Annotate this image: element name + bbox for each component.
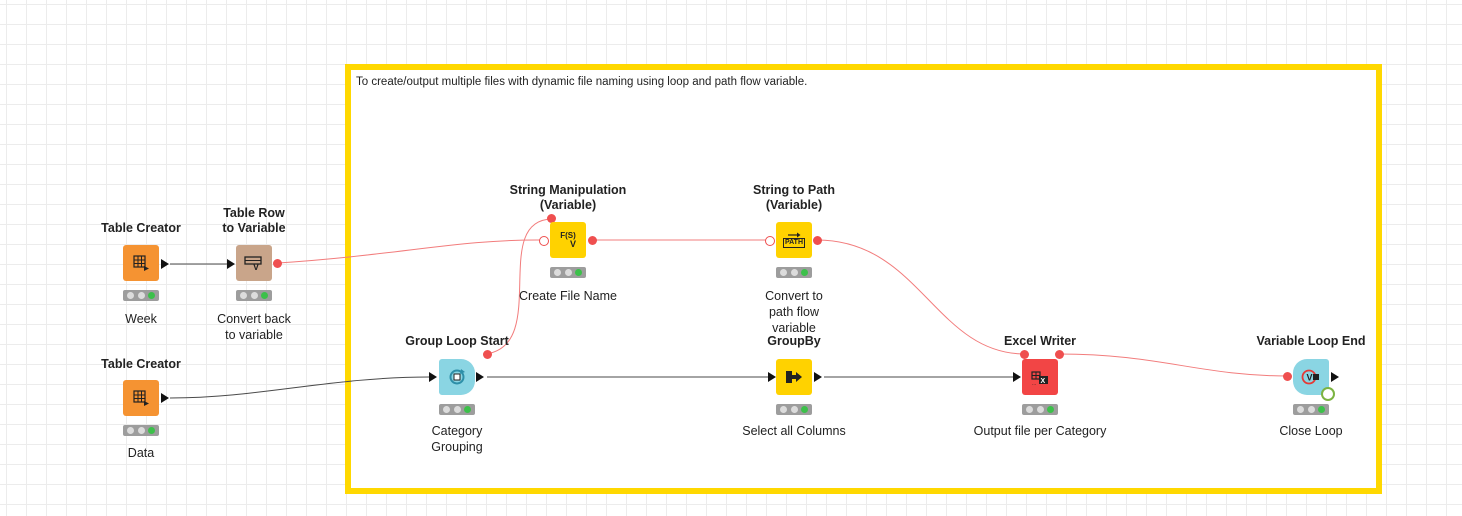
output-variable-port[interactable] bbox=[273, 259, 282, 268]
table-icon[interactable] bbox=[123, 380, 159, 416]
status-traffic-light bbox=[1022, 404, 1058, 415]
node-title: Table Creator bbox=[101, 357, 181, 371]
output-data-port[interactable] bbox=[1331, 372, 1339, 382]
input-data-port[interactable] bbox=[429, 372, 437, 382]
status-traffic-light bbox=[123, 425, 159, 436]
input-variable-port[interactable] bbox=[1283, 372, 1292, 381]
string-function-icon[interactable]: F(S) V bbox=[550, 222, 586, 258]
node-label: Close Loop bbox=[1279, 424, 1343, 438]
output-data-port[interactable] bbox=[476, 372, 484, 382]
node-label: Convert to path flow variable bbox=[765, 289, 823, 335]
output-variable-port[interactable] bbox=[588, 236, 597, 245]
status-traffic-light bbox=[236, 290, 272, 301]
string-to-path-icon[interactable]: PATH bbox=[776, 222, 812, 258]
node-label: Data bbox=[127, 446, 155, 460]
status-traffic-light bbox=[439, 404, 475, 415]
status-traffic-light bbox=[776, 267, 812, 278]
output-variable-port[interactable] bbox=[813, 236, 822, 245]
input-variable-port[interactable] bbox=[547, 214, 556, 223]
loop-start-icon[interactable] bbox=[439, 359, 475, 395]
input-variable-port[interactable] bbox=[765, 236, 775, 246]
row-to-variable-icon[interactable]: V bbox=[236, 245, 272, 281]
node-title: GroupBy bbox=[767, 334, 821, 348]
input-variable-port[interactable] bbox=[1020, 350, 1029, 359]
output-variable-port[interactable] bbox=[1055, 350, 1064, 359]
icon-label: PATH bbox=[782, 238, 806, 248]
output-data-port[interactable] bbox=[814, 372, 822, 382]
output-variable-port[interactable] bbox=[483, 350, 492, 359]
svg-text:V: V bbox=[1307, 373, 1313, 383]
node-title: String to Path (Variable) bbox=[753, 183, 835, 212]
optional-input-variable-port[interactable] bbox=[539, 236, 549, 246]
icon-label: F(S) bbox=[560, 231, 576, 240]
node-title: String Manipulation (Variable) bbox=[509, 183, 627, 212]
node-label: Category Grouping bbox=[431, 424, 483, 454]
refresh-icon bbox=[1321, 387, 1335, 401]
groupby-icon[interactable] bbox=[776, 359, 812, 395]
workflow-annotation[interactable]: To create/output multiple files with dyn… bbox=[345, 64, 1382, 494]
svg-text:V: V bbox=[253, 262, 259, 272]
status-traffic-light bbox=[1293, 404, 1329, 415]
input-data-port[interactable] bbox=[1013, 372, 1021, 382]
icon-sub-label: V bbox=[569, 239, 576, 249]
node-label: Output file per Category bbox=[973, 424, 1107, 438]
input-data-port[interactable] bbox=[227, 259, 235, 269]
annotation-text: To create/output multiple files with dyn… bbox=[356, 76, 808, 88]
node-title: Variable Loop End bbox=[1256, 334, 1366, 348]
input-data-port[interactable] bbox=[768, 372, 776, 382]
node-title: Table Row to Variable bbox=[222, 206, 286, 235]
node-title: Excel Writer bbox=[1003, 334, 1077, 348]
svg-text:...: ... bbox=[1032, 381, 1036, 386]
node-label: Create File Name bbox=[519, 289, 617, 303]
output-data-port[interactable] bbox=[161, 259, 169, 269]
table-icon[interactable] bbox=[123, 245, 159, 281]
node-title: Group Loop Start bbox=[405, 334, 509, 348]
output-data-port[interactable] bbox=[161, 393, 169, 403]
node-label: Select all Columns bbox=[742, 424, 846, 438]
node-title: Table Creator bbox=[101, 221, 181, 235]
node-label: Week bbox=[125, 312, 157, 326]
node-label: Convert back to variable bbox=[217, 312, 291, 342]
status-traffic-light bbox=[776, 404, 812, 415]
status-traffic-light bbox=[123, 290, 159, 301]
status-traffic-light bbox=[550, 267, 586, 278]
svg-text:X: X bbox=[1041, 378, 1046, 385]
excel-icon[interactable]: X... bbox=[1022, 359, 1058, 395]
